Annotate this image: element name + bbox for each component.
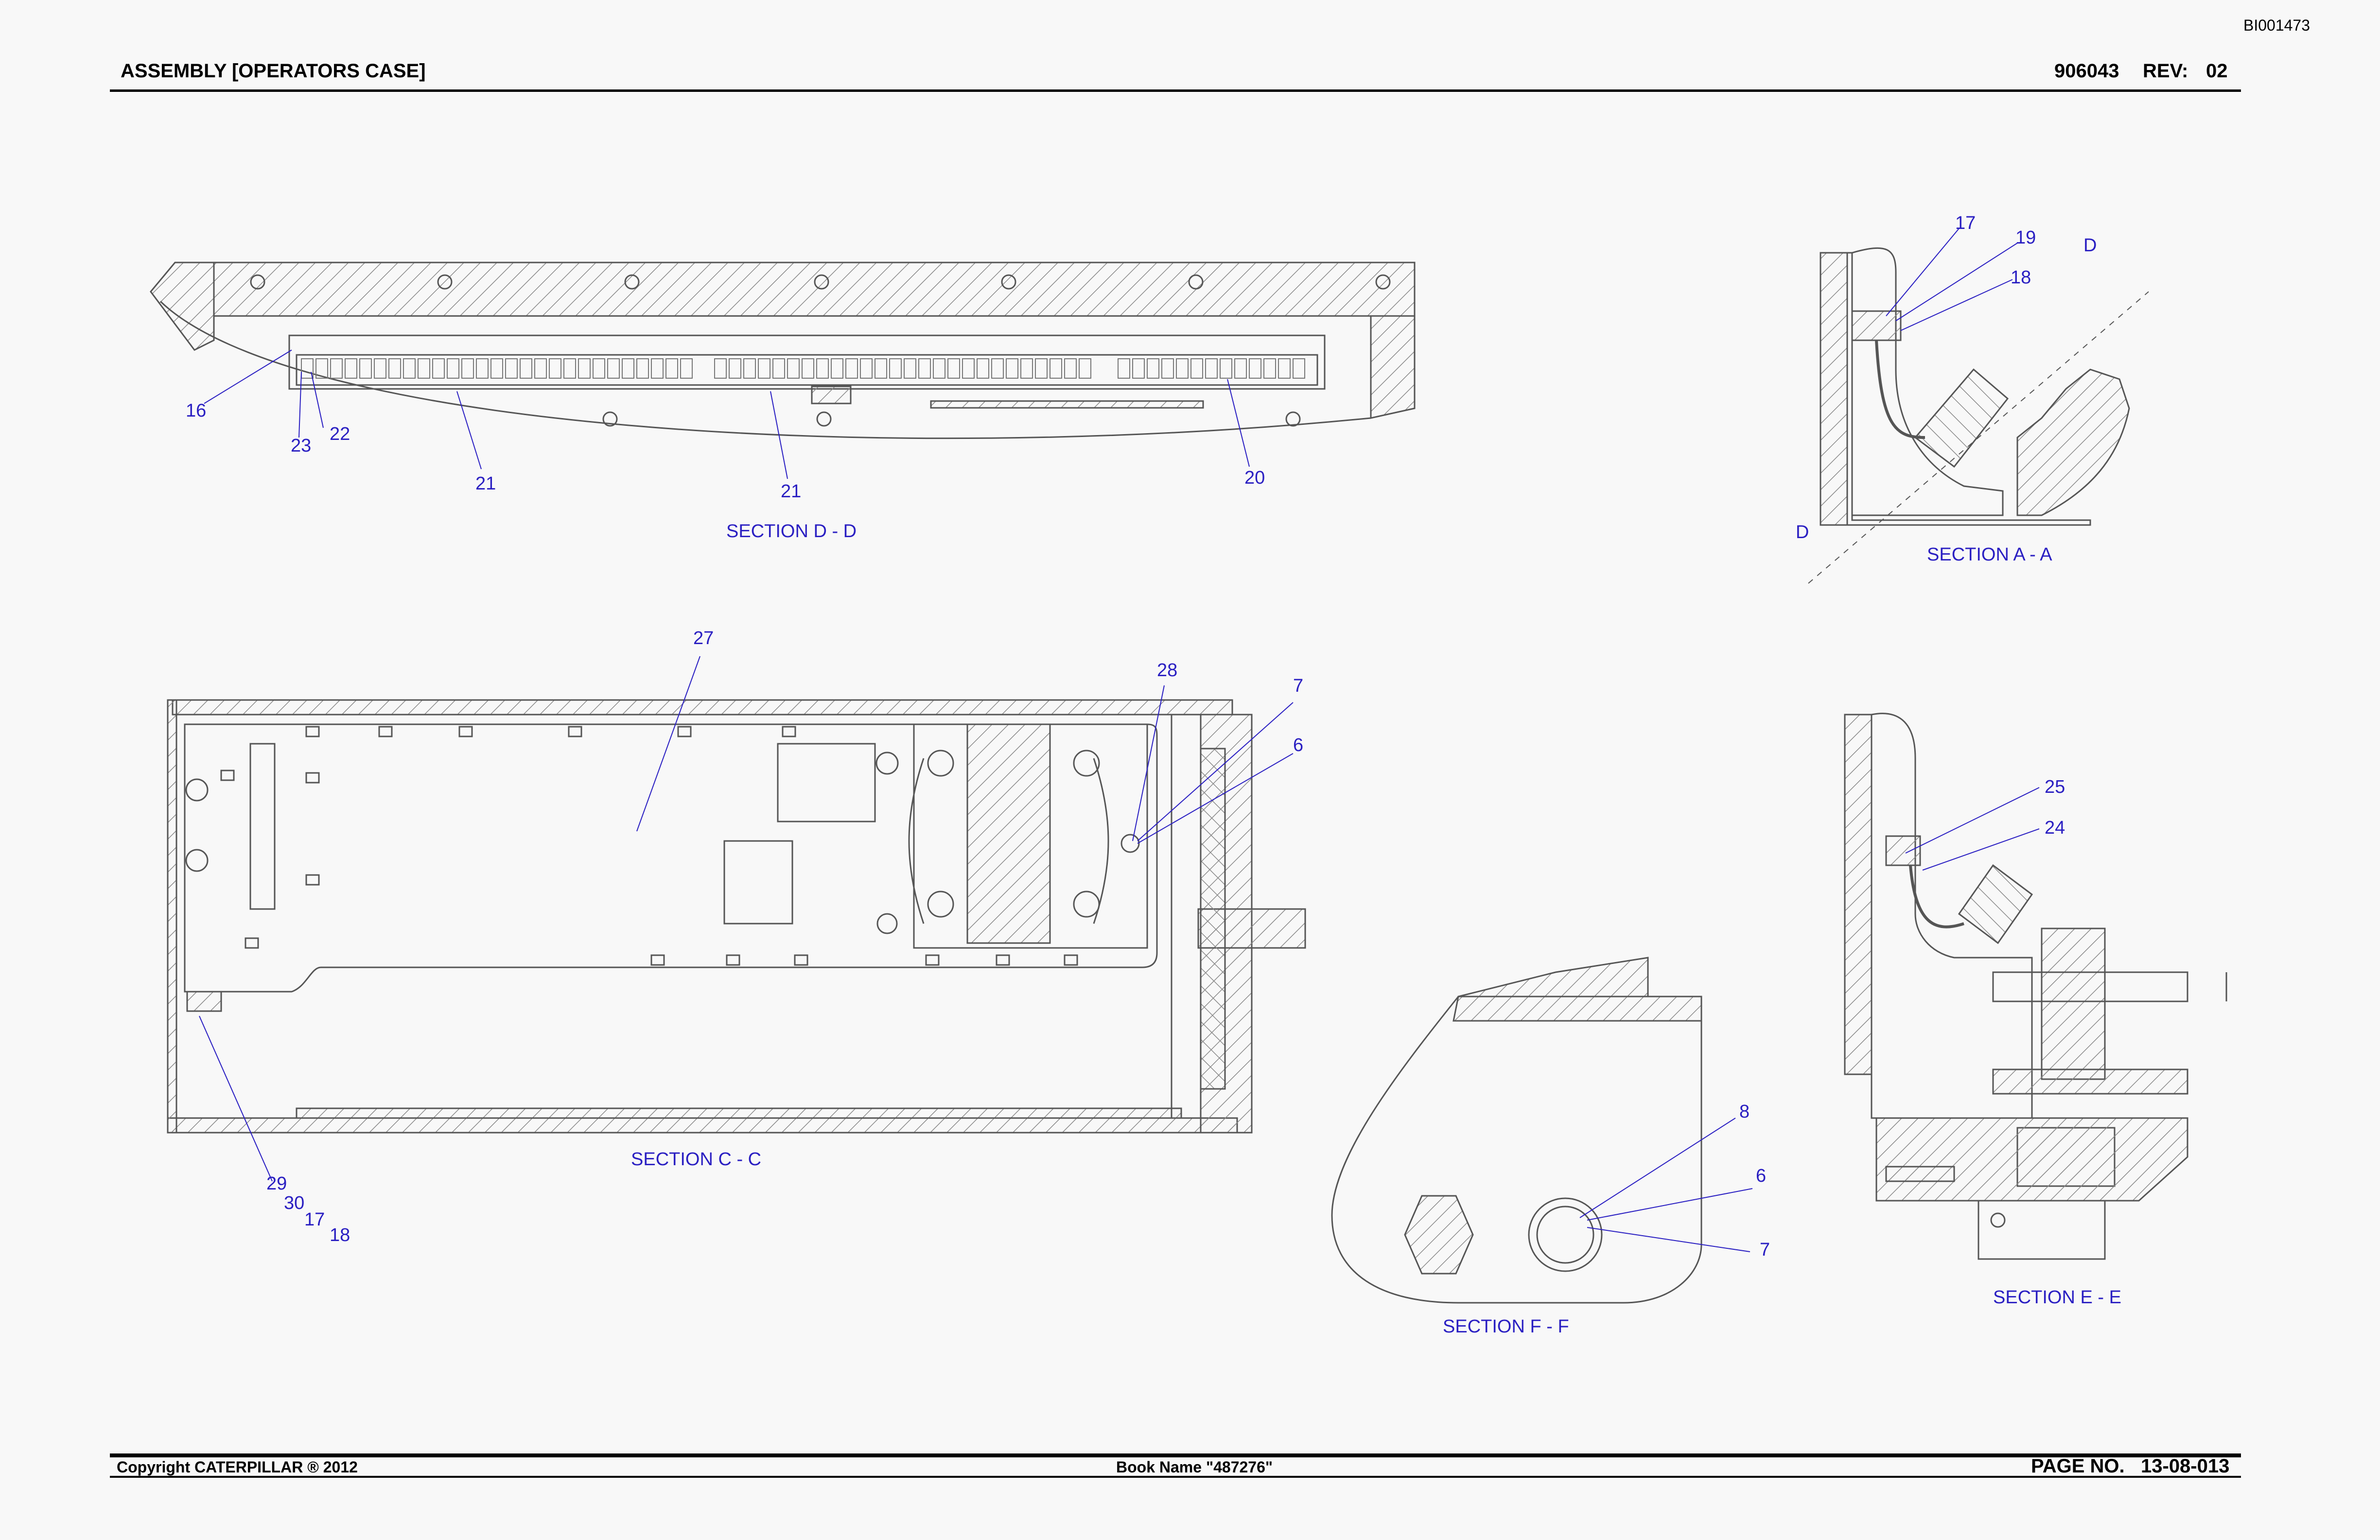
callout-aa-18: 18 xyxy=(2011,267,2031,288)
callout-cc-28: 28 xyxy=(1157,660,1178,681)
section-ee-drawing xyxy=(1844,713,2227,1260)
callout-cc-18: 18 xyxy=(330,1225,350,1245)
page-number-value: 13-08-013 xyxy=(2141,1455,2230,1477)
page-number-label: PAGE NO. xyxy=(2031,1455,2125,1477)
callout-cc-30: 30 xyxy=(284,1193,305,1213)
callout-cc-6: 6 xyxy=(1293,735,1304,755)
callout-ff-7: 7 xyxy=(1760,1240,1770,1260)
callout-aa-19: 19 xyxy=(2015,228,2036,248)
callout-ee-24: 24 xyxy=(2045,818,2065,838)
section-aa-label: SECTION A - A xyxy=(1927,544,2052,565)
revision-label: REV: xyxy=(2143,60,2188,82)
callout-dd-20: 20 xyxy=(1244,468,1265,488)
callout-ff-6: 6 xyxy=(1756,1166,1767,1186)
cut-mark-d-top: D xyxy=(2083,235,2097,256)
document-id: BI001473 xyxy=(2243,17,2310,34)
callout-cc-7: 7 xyxy=(1293,676,1304,696)
part-number: 906043 xyxy=(2054,60,2119,82)
footer-rule xyxy=(110,1453,2241,1457)
callout-cc-27: 27 xyxy=(693,628,714,648)
callout-dd-21a: 21 xyxy=(475,473,496,494)
revision-value: 02 xyxy=(2206,60,2228,82)
copyright: Copyright CATERPILLAR ® 2012 xyxy=(117,1458,358,1476)
callout-dd-16: 16 xyxy=(186,401,207,421)
section-cc-drawing xyxy=(167,656,1306,1182)
callout-cc-17: 17 xyxy=(304,1209,325,1230)
section-ee-label: SECTION E - E xyxy=(1993,1287,2121,1308)
callout-ee-25: 25 xyxy=(2045,777,2065,797)
footer-rule-bottom xyxy=(110,1476,2241,1478)
callout-cc-29: 29 xyxy=(266,1173,287,1194)
page-title: ASSEMBLY [OPERATORS CASE] xyxy=(121,60,426,82)
header-rule xyxy=(110,89,2241,92)
book-name: Book Name "487276" xyxy=(1116,1458,1273,1476)
section-cc-label: SECTION C - C xyxy=(631,1149,762,1170)
section-dd-label: SECTION D - D xyxy=(726,521,857,542)
callout-dd-22: 22 xyxy=(330,424,350,444)
callout-aa-17: 17 xyxy=(1955,213,1976,233)
cut-mark-d-bottom: D xyxy=(1796,522,1809,542)
callout-dd-23: 23 xyxy=(291,436,312,456)
section-dd-drawing xyxy=(150,262,1416,479)
section-aa-drawing xyxy=(1808,228,2149,584)
section-ff-label: SECTION F - F xyxy=(1443,1316,1569,1337)
callout-ff-8: 8 xyxy=(1739,1102,1750,1122)
callout-dd-21b: 21 xyxy=(781,481,802,502)
section-ff-drawing xyxy=(1331,957,1753,1304)
